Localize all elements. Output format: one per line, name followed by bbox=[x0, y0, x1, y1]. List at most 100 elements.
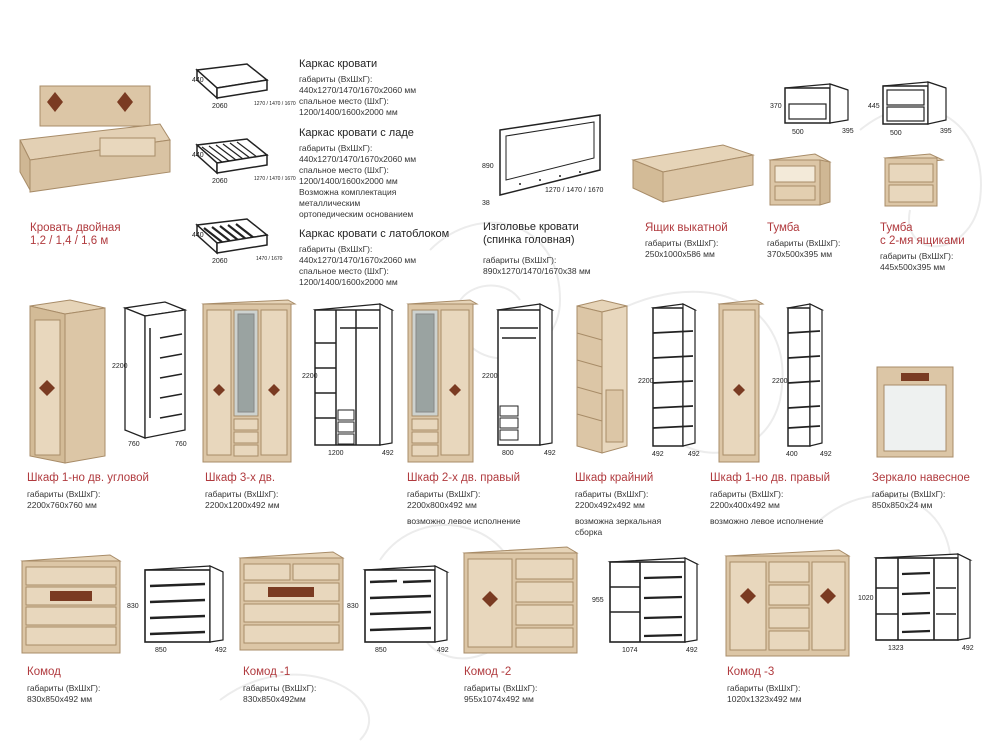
wardrobe-corner-image bbox=[29, 299, 106, 464]
bed-frame-lad-drawing: 440 2060 1270 / 1470 / 1670 bbox=[192, 138, 296, 185]
headboard-title: Изголовье кровати (спинка головная) bbox=[483, 221, 579, 246]
bed-frame-dim-h: 440 bbox=[192, 77, 204, 84]
drawer-spec: габариты (ВхШхГ): 250х1000х586 мм bbox=[645, 238, 719, 259]
chest3-dim-d: 492 bbox=[962, 645, 974, 652]
bed-frame-lat-drawing: 440 2060 1470 / 1670 bbox=[192, 218, 283, 265]
wardrobe-3door-title: Шкаф 3-х дв. bbox=[205, 472, 276, 484]
wardrobe-end-image bbox=[576, 299, 628, 454]
wardrobe-3door-spec: габариты (ВхШхГ): 2200х1200х492 мм bbox=[205, 489, 280, 510]
chest1-spec: габариты (ВхШхГ): 830х850х492мм bbox=[243, 683, 317, 704]
chest2-spec: габариты (ВхШхГ): 955х1074х492 мм bbox=[464, 683, 538, 704]
chest1-dim-w: 850 bbox=[375, 647, 387, 654]
bed-frame-dim-w: 2060 bbox=[212, 103, 228, 110]
wardrobe-2door-dim-h: 2200 bbox=[482, 373, 498, 380]
mirror-spec: габариты (ВхШхГ): 850х850х24 мм bbox=[872, 489, 946, 510]
wardrobe-end-spec: габариты (ВхШхГ): 2200х492х492 мм bbox=[575, 489, 649, 510]
bed-title: Кровать двойная 1,2 / 1,4 / 1,6 м bbox=[30, 222, 121, 247]
chest3-title: Комод -3 bbox=[727, 666, 775, 678]
tumba-dim-h: 370 bbox=[770, 103, 782, 110]
bed-frame-drawing: 440 2060 1270 / 1470 / 1670 bbox=[192, 63, 296, 110]
chest-drawing: 830 850 492 bbox=[127, 565, 227, 654]
chest3-drawing: 1020 1323 492 bbox=[858, 553, 974, 652]
chest-image bbox=[20, 554, 122, 654]
bed-frame-lad-dim-w2: 1270 / 1470 / 1670 bbox=[254, 176, 296, 182]
wardrobe-2door-dim-w: 800 bbox=[502, 450, 514, 457]
wardrobe-end-dim-h: 2200 bbox=[638, 378, 654, 385]
wardrobe-1door-dim-h: 2200 bbox=[772, 378, 788, 385]
bed-frame-lad-dim-h: 440 bbox=[192, 152, 204, 159]
tumba2-dim-w: 500 bbox=[890, 130, 902, 137]
headboard-dim-h: 890 bbox=[482, 163, 494, 170]
chest2-title: Комод -2 bbox=[464, 666, 512, 678]
wardrobe-1door-dim-d: 492 bbox=[820, 451, 832, 458]
wardrobe-3door-image bbox=[201, 299, 297, 463]
tumba-dim-w: 500 bbox=[792, 129, 804, 136]
bed-image bbox=[19, 85, 171, 193]
wardrobe-3door-dim-h: 2200 bbox=[302, 373, 318, 380]
headboard-dim-d: 38 bbox=[482, 200, 490, 207]
drawer-title: Ящик выкатной bbox=[645, 222, 728, 234]
wardrobe-end-dim-d: 492 bbox=[688, 451, 700, 458]
chest1-dim-d: 492 bbox=[437, 647, 449, 654]
bed-frame-title: Каркас кровати bbox=[299, 58, 378, 70]
tumba-dim-d: 395 bbox=[842, 128, 854, 135]
headboard-spec: габариты (ВхШхГ): 890х1270/1470/1670х38 … bbox=[483, 255, 591, 276]
wardrobe-2door-drawing: 2200 800 492 bbox=[482, 303, 556, 457]
bed-frame-lad-dim-w: 2060 bbox=[212, 178, 228, 185]
chest3-dim-w: 1323 bbox=[888, 645, 904, 652]
wardrobe-1door-note: возможно левое исполнение bbox=[710, 516, 824, 526]
wardrobe-2door-note: возможно левое исполнение bbox=[407, 516, 521, 526]
tumba-spec: габариты (ВхШхГ): 370х500х395 мм bbox=[767, 238, 841, 259]
wardrobe-corner-dim-h: 2200 bbox=[112, 363, 128, 370]
wardrobe-2door-image bbox=[406, 299, 479, 463]
chest3-spec: габариты (ВхШхГ): 1020х1323х492 мм bbox=[727, 683, 802, 704]
tumba-image bbox=[768, 153, 832, 206]
wardrobe-corner-dim-w: 760 bbox=[128, 441, 140, 448]
chest3-image bbox=[724, 549, 851, 657]
headboard-dim-w: 1270 / 1470 / 1670 bbox=[545, 187, 603, 194]
chest-title: Комод bbox=[27, 666, 61, 678]
chest1-image bbox=[238, 551, 345, 651]
mirror-title: Зеркало навесное bbox=[872, 472, 970, 484]
wardrobe-corner-dim-d: 760 bbox=[175, 441, 187, 448]
bed-frame-lat-title: Каркас кровати с латоблоком bbox=[299, 228, 450, 240]
chest2-dim-d: 492 bbox=[686, 647, 698, 654]
bed-frame-spec: габариты (ВхШхГ): 440х1270/1470/1670х206… bbox=[299, 74, 417, 117]
wardrobe-end-drawing: 2200 492 492 bbox=[638, 303, 700, 458]
tumba2-dim-d: 395 bbox=[940, 128, 952, 135]
bed-frame-lat-dim-w: 2060 bbox=[212, 258, 228, 265]
bed-frame-dim-w2: 1270 / 1470 / 1670 bbox=[254, 101, 296, 107]
wardrobe-end-note: возможна зеркальная сборка bbox=[575, 516, 662, 537]
chest2-image bbox=[462, 546, 579, 654]
wardrobe-2door-dim-d: 492 bbox=[544, 450, 556, 457]
wardrobe-corner-spec: габариты (ВхШхГ): 2200х760х760 мм bbox=[27, 489, 101, 510]
chest-dim-h: 830 bbox=[127, 603, 139, 610]
bed-frame-lad-title: Каркас кровати с ладе bbox=[299, 127, 414, 139]
wardrobe-1door-spec: габариты (ВхШхГ): 2200х400х492 мм bbox=[710, 489, 784, 510]
chest-dim-w: 850 bbox=[155, 647, 167, 654]
wardrobe-end-dim-w: 492 bbox=[652, 451, 664, 458]
wardrobe-3door-dim-w: 1200 bbox=[328, 450, 344, 457]
bed-frame-lat-dim-h: 440 bbox=[192, 232, 204, 239]
bed-frame-lat-dim-w2: 1470 / 1670 bbox=[256, 256, 283, 262]
chest-spec: габариты (ВхШхГ): 830х850х492 мм bbox=[27, 683, 101, 704]
wardrobe-corner-title: Шкаф 1-но дв. угловой bbox=[27, 472, 149, 484]
bed-frame-lad-spec: габариты (ВхШхГ): 440х1270/1470/1670х206… bbox=[299, 143, 417, 219]
wardrobe-corner-drawing: 2200 760 760 bbox=[112, 301, 188, 448]
tumba2-spec: габариты (ВхШхГ): 445х500х395 мм bbox=[880, 251, 954, 272]
wardrobe-3door-dim-d: 492 bbox=[382, 450, 394, 457]
wardrobe-1door-drawing: 2200 400 492 bbox=[772, 303, 832, 458]
drawer-image bbox=[631, 144, 755, 203]
chest1-drawing: 830 850 492 bbox=[347, 565, 450, 654]
tumba2-title: Тумба с 2-мя ящиками bbox=[880, 222, 965, 247]
wardrobe-end-title: Шкаф крайний bbox=[575, 472, 654, 484]
tumba2-drawing: 445 500 395 bbox=[868, 81, 952, 137]
tumba-title: Тумба bbox=[767, 222, 800, 234]
mirror-image bbox=[876, 366, 954, 458]
wardrobe-1door-title: Шкаф 1-но дв. правый bbox=[710, 472, 831, 484]
chest1-dim-h: 830 bbox=[347, 603, 359, 610]
wardrobe-1door-dim-w: 400 bbox=[786, 451, 798, 458]
chest-dim-d: 492 bbox=[215, 647, 227, 654]
chest2-drawing: 955 1074 492 bbox=[592, 557, 700, 654]
wardrobe-1door-image bbox=[717, 299, 765, 463]
